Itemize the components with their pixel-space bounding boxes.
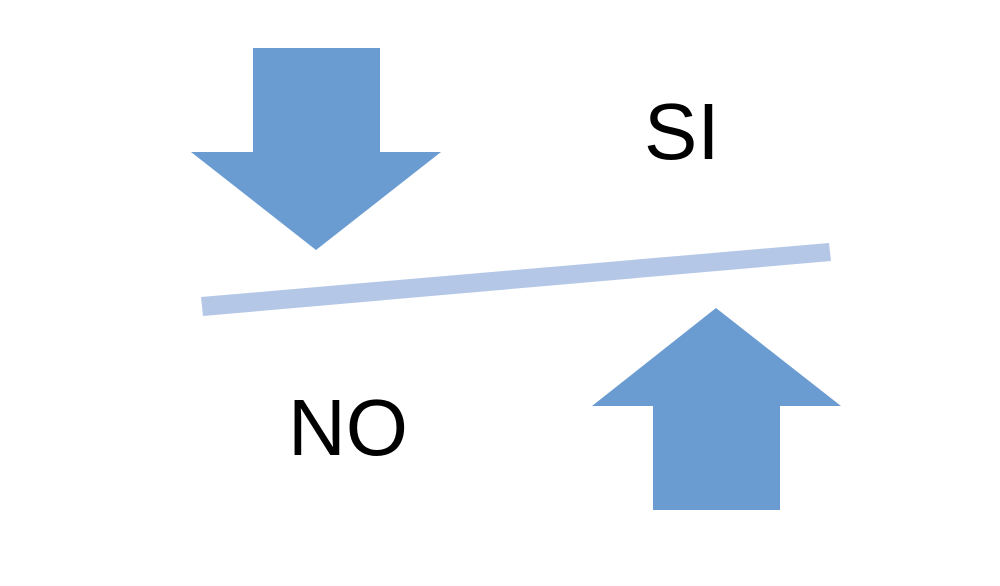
tilted-bar xyxy=(201,243,831,316)
label-si: SI xyxy=(644,87,720,176)
arrow-up-icon xyxy=(592,308,841,510)
arrow-down-icon xyxy=(191,48,441,250)
label-no: NO xyxy=(288,383,408,472)
